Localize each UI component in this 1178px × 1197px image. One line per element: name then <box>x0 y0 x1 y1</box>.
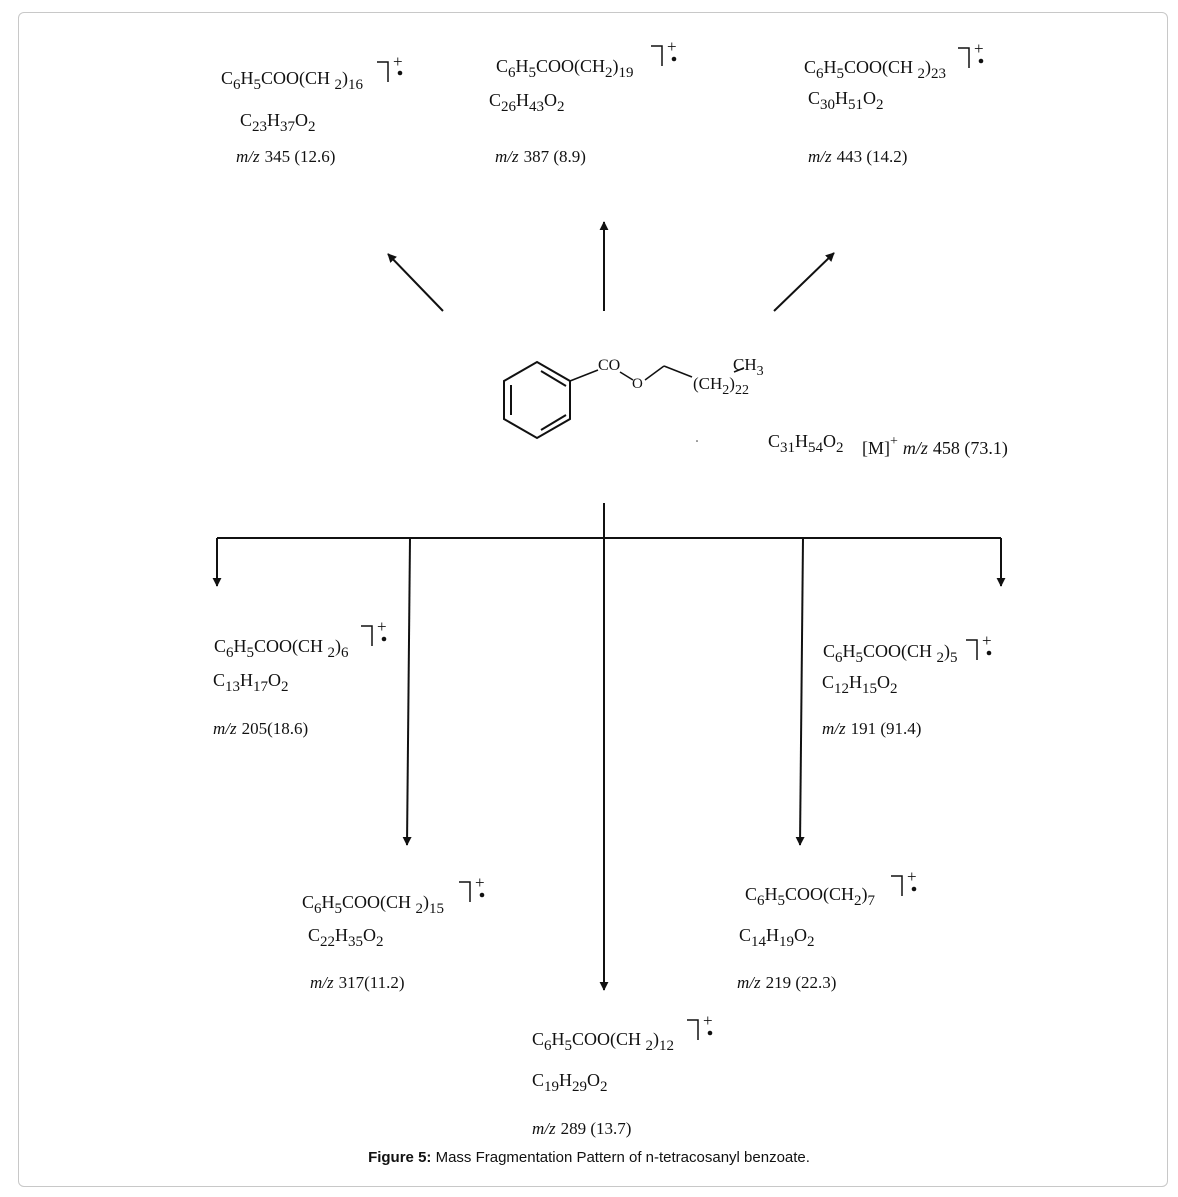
figure-frame <box>18 12 1168 1187</box>
svg-text:+: + <box>907 867 917 886</box>
svg-text:+: + <box>974 39 984 58</box>
radical-cation-icon: + <box>377 52 403 82</box>
fragment-formula-top: C6H5COO(CH 2)5 <box>823 641 958 666</box>
fragment-formula-top: C6H5COO(CH 2)15 <box>302 892 444 917</box>
stray-dot <box>696 440 698 442</box>
molecule-formula: C31H54O2 <box>768 431 844 456</box>
arrow-to-f23 <box>773 252 835 312</box>
radical-cation-icon: + <box>651 37 677 66</box>
caption-text: Mass Fragmentation Pattern of n-tetracos… <box>431 1149 810 1166</box>
ester-chain-bonds <box>569 365 745 382</box>
fragment-formula-bottom: C22H35O2 <box>308 925 384 950</box>
radical-cation-icon: + <box>361 617 387 646</box>
svg-text:+: + <box>667 37 677 56</box>
figure-caption: Figure 5: Mass Fragmentation Pattern of … <box>0 1149 1178 1166</box>
fragment-formula-top: C6H5COO(CH2)19 <box>496 56 634 81</box>
svg-text:+: + <box>475 873 485 892</box>
fragment-formula-top: C6H5COO(CH 2)12 <box>532 1029 674 1054</box>
fragment-formula-bottom: C23H37O2 <box>240 110 316 135</box>
chain-label: (CH2)22 <box>693 374 749 398</box>
fragment-formula-bottom: C14H19O2 <box>739 925 815 950</box>
fragment-formula-bottom: C26H43O2 <box>489 90 565 115</box>
svg-text:+: + <box>982 631 992 650</box>
svg-text:+: + <box>393 52 403 71</box>
ether-o-label: O <box>632 376 643 392</box>
radical-cation-icon: + <box>958 39 984 68</box>
radical-cation-icon: + <box>891 867 917 896</box>
caption-label: Figure 5: <box>368 1149 432 1166</box>
ion-label: [M] <box>862 438 890 458</box>
fragment-formula-top: C6H5COO(CH 2)23 <box>804 57 946 82</box>
radical-cation-icon: + <box>966 631 992 660</box>
fragment-formula-top: C6H5COO(CH2)7 <box>745 884 876 909</box>
ch3-label: CH3 <box>733 355 764 379</box>
co-label: CO <box>598 357 620 374</box>
svg-text:+: + <box>703 1011 713 1030</box>
fragment-formula-bottom: C13H17O2 <box>213 670 289 695</box>
fragment-formula-top: C6H5COO(CH 2)6 <box>214 636 349 661</box>
arrow-to-f7 <box>795 537 805 846</box>
ion-mz-label: m/z <box>903 438 928 458</box>
fragment-formula-bottom: C19H29O2 <box>532 1070 608 1095</box>
fragment-formula-top: C6H5COO(CH 2)16 <box>221 68 364 93</box>
ion-mz-value: 458 (73.1) <box>933 438 1008 459</box>
ion-charge: + <box>890 434 898 449</box>
fragment-formula-bottom: C12H15O2 <box>822 672 898 697</box>
benzene-ring-icon <box>503 360 571 440</box>
arrow-to-f16 <box>387 253 444 312</box>
fragment-formula-bottom: C30H51O2 <box>808 88 884 113</box>
svg-text:+: + <box>377 617 387 636</box>
radical-cation-icon: + <box>687 1011 713 1040</box>
arrow-to-f15 <box>402 537 412 846</box>
radical-cation-icon: + <box>459 873 485 902</box>
